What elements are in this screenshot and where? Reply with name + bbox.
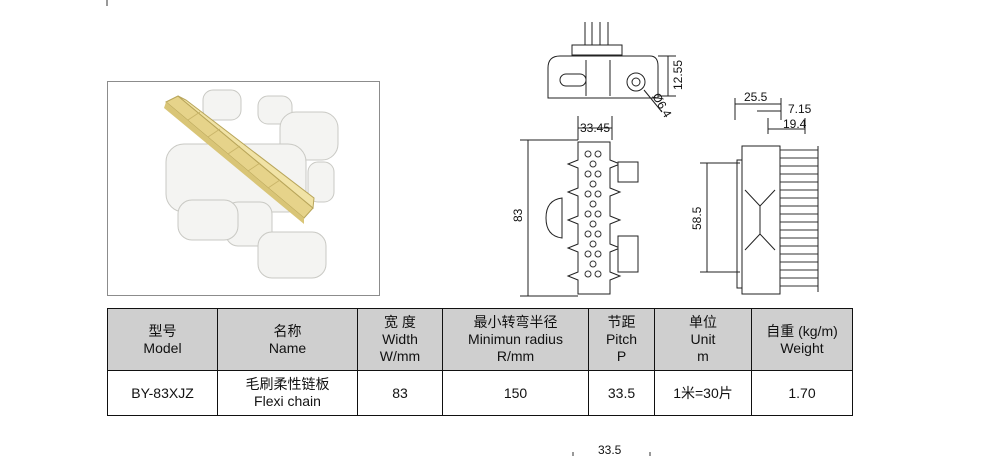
top-view-drawing [547, 22, 676, 113]
table-row: BY-83XJZ 毛刷柔性链板 Flexi chain 83 150 33.5 … [107, 370, 853, 416]
cell-name-cn: 毛刷柔性链板 [245, 376, 330, 392]
product-photo-frame [107, 81, 380, 296]
dim-side-height: 58.5 [690, 206, 704, 230]
cell-model: BY-83XJZ [107, 370, 218, 416]
dim-top-height: 12.55 [671, 60, 685, 90]
dim-overall-length: 83 [511, 208, 525, 222]
side-view-drawing [700, 98, 819, 295]
spec-table: 型号 Model 名称 Name 宽 度 Width W/mm 最小转弯半径 M… [107, 308, 853, 416]
header-model: 型号 Model [107, 308, 218, 371]
cell-unit: 1米=30片 [654, 370, 752, 416]
header-pitch: 节距 Pitch P [588, 308, 655, 371]
dim-hole-diameter: Ø6.4 [649, 91, 674, 121]
dim-pitch-width: 33.45 [580, 121, 610, 135]
front-view-drawing [520, 116, 639, 297]
cell-radius: 150 [442, 370, 589, 416]
dim-brush-offset: 7.15 [788, 102, 812, 116]
header-radius: 最小转弯半径 Minimun radius R/mm [442, 308, 589, 371]
cell-name: 毛刷柔性链板 Flexi chain [217, 370, 358, 416]
header-unit: 单位 Unit m [654, 308, 752, 371]
dim-brush-width: 19.4 [783, 117, 807, 131]
table-header-row: 型号 Model 名称 Name 宽 度 Width W/mm 最小转弯半径 M… [107, 308, 853, 371]
header-weight: 自重 (kg/m) Weight [751, 308, 853, 371]
header-width: 宽 度 Width W/mm [357, 308, 443, 371]
dim-side-depth: 25.5 [744, 90, 768, 104]
flexi-chain-photo [164, 89, 339, 279]
cell-width: 83 [357, 370, 443, 416]
header-name: 名称 Name [217, 308, 358, 371]
dim-bottom-pitch: 33.5 [598, 443, 622, 456]
cell-name-en: Flexi chain [254, 393, 321, 409]
cell-weight: 1.70 [751, 370, 853, 416]
cell-pitch: 33.5 [588, 370, 655, 416]
